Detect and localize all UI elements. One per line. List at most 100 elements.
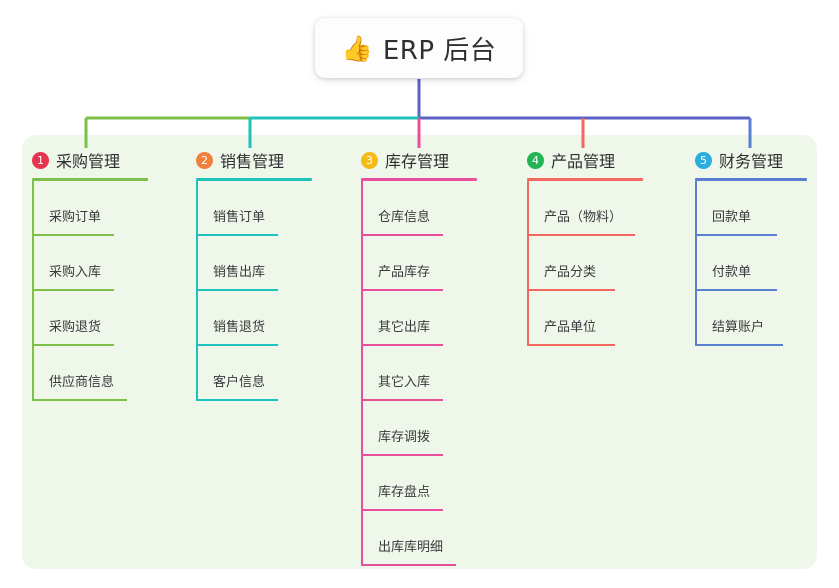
module-column-1: 1 采购管理采购订单采购入库采购退货供应商信息 xyxy=(32,148,148,401)
module-item-list: 回款单付款单结算账户 xyxy=(695,181,807,346)
module-title: 产品管理 xyxy=(551,152,616,171)
item-label: 销售订单 xyxy=(213,210,266,225)
module-item--1[interactable]: 销售订单 xyxy=(196,181,312,236)
item-rule xyxy=(196,344,278,346)
item-spine xyxy=(196,236,198,291)
item-spine xyxy=(32,181,34,236)
module-title: 销售管理 xyxy=(220,152,285,171)
item-rule xyxy=(196,399,278,401)
item-rule xyxy=(361,509,443,511)
item-rule xyxy=(361,289,443,291)
item-rule xyxy=(695,289,777,291)
item-label: 采购入库 xyxy=(49,265,102,280)
item-rule xyxy=(527,234,635,236)
item-label: 产品（物料） xyxy=(544,210,623,225)
item-label: 付款单 xyxy=(712,265,752,280)
item-label: 回款单 xyxy=(712,210,752,225)
root-node[interactable]: 👍 ERP 后台 xyxy=(315,18,523,78)
module-item--4[interactable]: 客户信息 xyxy=(196,346,312,401)
module-number-badge: 3 xyxy=(361,151,378,169)
module-column-2: 2 销售管理销售订单销售出库销售退货客户信息 xyxy=(196,148,312,401)
module-item-list: 采购订单采购入库采购退货供应商信息 xyxy=(32,181,148,401)
item-rule xyxy=(196,234,278,236)
item-spine xyxy=(32,346,34,401)
module-header-2[interactable]: 2 销售管理 xyxy=(196,148,312,172)
module-item--4[interactable]: 供应商信息 xyxy=(32,346,148,401)
item-rule xyxy=(527,344,615,346)
module-title: 采购管理 xyxy=(56,152,121,171)
item-rule xyxy=(32,234,114,236)
module-header-rule xyxy=(527,178,643,181)
module-item--3[interactable]: 其它出库 xyxy=(361,291,477,346)
module-item--2[interactable]: 销售出库 xyxy=(196,236,312,291)
item-rule xyxy=(196,289,278,291)
item-spine xyxy=(361,291,363,346)
module-item--3[interactable]: 产品单位 xyxy=(527,291,643,346)
item-label: 仓库信息 xyxy=(378,210,431,225)
item-spine xyxy=(361,181,363,236)
module-number-badge: 4 xyxy=(527,151,544,169)
module-number-badge: 1 xyxy=(32,151,49,169)
item-spine xyxy=(527,181,529,236)
item-label: 产品库存 xyxy=(378,265,431,280)
module-item--2[interactable]: 采购入库 xyxy=(32,236,148,291)
item-spine xyxy=(695,181,697,236)
item-rule xyxy=(361,564,456,566)
item-rule xyxy=(32,399,127,401)
module-item-list: 仓库信息产品库存其它出库其它入库库存调拨库存盘点出库库明细 xyxy=(361,181,477,566)
item-label: 结算账户 xyxy=(712,320,765,335)
module-column-4: 4 产品管理产品（物料） 产品分类产品单位 xyxy=(527,148,643,346)
module-item--3[interactable]: 销售退货 xyxy=(196,291,312,346)
module-column-3: 3 库存管理仓库信息产品库存其它出库其它入库库存调拨库存盘点出库库明细 xyxy=(361,148,477,566)
module-header-rule xyxy=(196,178,312,181)
module-item--1[interactable]: 回款单 xyxy=(695,181,807,236)
module-item-list: 销售订单销售出库销售退货客户信息 xyxy=(196,181,312,401)
item-spine xyxy=(196,181,198,236)
item-spine xyxy=(361,346,363,401)
item-spine xyxy=(196,346,198,401)
item-rule xyxy=(527,289,615,291)
item-label: 库存调拨 xyxy=(378,430,431,445)
module-item-list: 产品（物料） 产品分类产品单位 xyxy=(527,181,643,346)
item-spine xyxy=(527,291,529,346)
item-spine xyxy=(32,236,34,291)
item-label: 其它入库 xyxy=(378,375,431,390)
module-item--3[interactable]: 采购退货 xyxy=(32,291,148,346)
item-rule xyxy=(361,454,443,456)
item-spine xyxy=(361,511,363,566)
module-item--1[interactable]: 产品（物料） xyxy=(527,181,643,236)
item-spine xyxy=(361,236,363,291)
module-number-badge: 2 xyxy=(196,151,213,169)
item-label: 采购订单 xyxy=(49,210,102,225)
module-header-rule xyxy=(32,178,148,181)
item-spine xyxy=(361,456,363,511)
item-label: 其它出库 xyxy=(378,320,431,335)
module-header-rule xyxy=(695,178,807,181)
module-item--1[interactable]: 采购订单 xyxy=(32,181,148,236)
module-item--3[interactable]: 结算账户 xyxy=(695,291,807,346)
modules-panel xyxy=(22,135,817,569)
module-item--2[interactable]: 产品库存 xyxy=(361,236,477,291)
item-rule xyxy=(361,234,443,236)
module-item--7[interactable]: 出库库明细 xyxy=(361,511,477,566)
module-item--5[interactable]: 库存调拨 xyxy=(361,401,477,456)
item-rule xyxy=(361,344,443,346)
module-header-1[interactable]: 1 采购管理 xyxy=(32,148,148,172)
item-rule xyxy=(32,289,114,291)
module-title: 财务管理 xyxy=(719,152,784,171)
item-label: 库存盘点 xyxy=(378,485,431,500)
item-rule xyxy=(361,399,443,401)
item-spine xyxy=(361,401,363,456)
module-item--4[interactable]: 其它入库 xyxy=(361,346,477,401)
module-item--1[interactable]: 仓库信息 xyxy=(361,181,477,236)
item-spine xyxy=(695,236,697,291)
module-item--2[interactable]: 产品分类 xyxy=(527,236,643,291)
module-item--6[interactable]: 库存盘点 xyxy=(361,456,477,511)
module-header-3[interactable]: 3 库存管理 xyxy=(361,148,477,172)
module-title: 库存管理 xyxy=(385,152,450,171)
module-header-4[interactable]: 4 产品管理 xyxy=(527,148,643,172)
item-label: 销售退货 xyxy=(213,320,266,335)
module-item--2[interactable]: 付款单 xyxy=(695,236,807,291)
